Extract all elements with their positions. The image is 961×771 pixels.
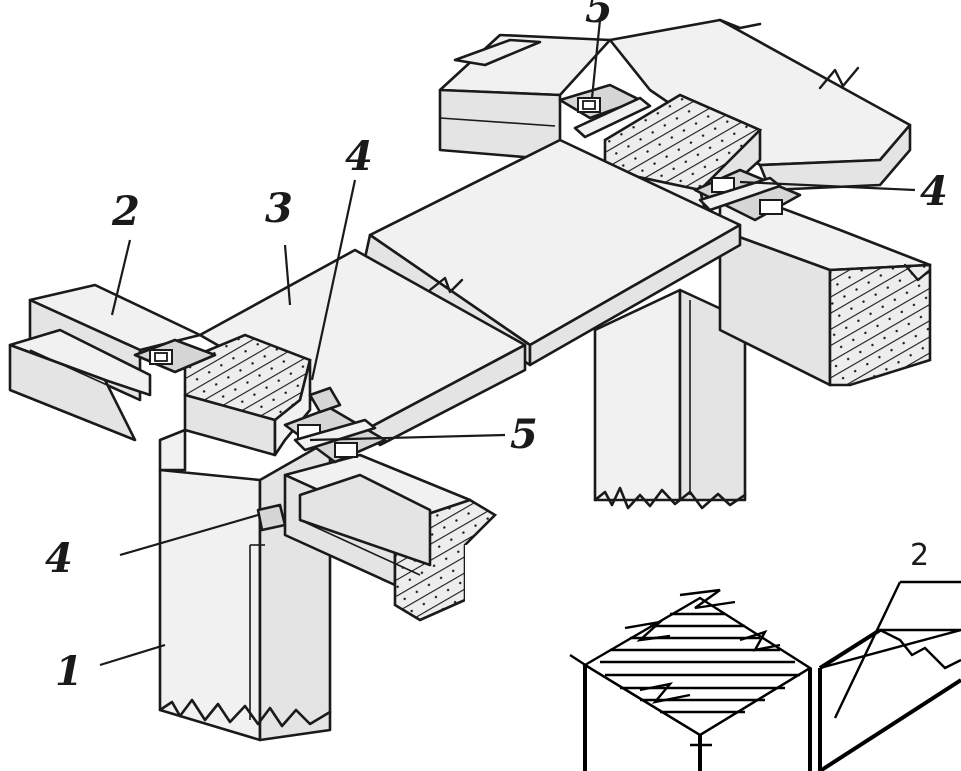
far-crossbar-back [438,33,612,162]
far-weld-plate-right [693,168,802,222]
inset-label-crossbar: 2 [910,538,929,573]
near-embedded-part-bottom [256,503,287,532]
far-column [593,288,747,510]
label-embedded-part-left: 4 [45,535,73,582]
near-column-head [158,333,312,472]
label-column: 1 [55,648,83,695]
label-crossbar: 2 [111,188,140,235]
inset-background [465,545,961,771]
leader-lines [99,19,916,667]
label-weld-plate-top: 5 [585,0,613,32]
near-crossbar-right [283,453,498,622]
far-slab [608,18,912,192]
label-embedded-part-mid: 4 [345,133,373,180]
label-weld-plate-mid: 5 [510,411,538,458]
near-weld-plate-left [133,338,217,374]
label-embedded-part-right: 4 [920,168,948,215]
inset-detail: 2 [569,538,961,771]
near-crossbar-left [8,283,202,442]
near-weld-plate-mid [283,386,387,464]
label-slab: 3 [265,185,293,232]
